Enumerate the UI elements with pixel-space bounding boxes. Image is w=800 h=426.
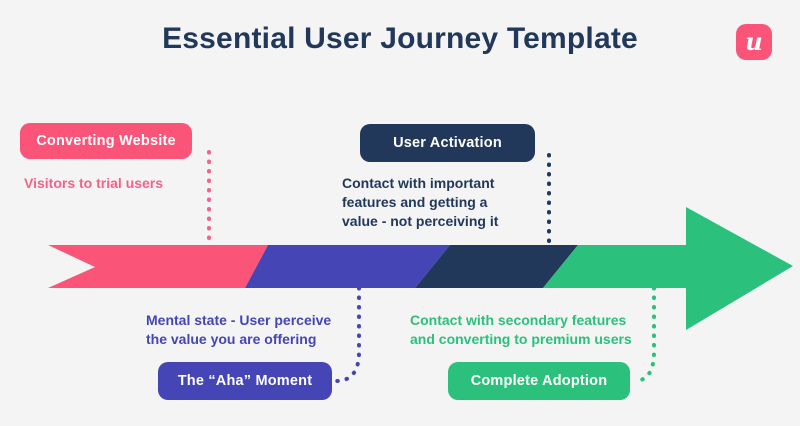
- stage-pill-aha-moment[interactable]: The “Aha” Moment: [158, 362, 332, 400]
- stage-caption-user-activation: Contact with important features and gett…: [342, 175, 499, 229]
- stage-pill-user-activation[interactable]: User Activation: [360, 124, 535, 162]
- arrow-segment-converting-website: [48, 245, 268, 288]
- arrow-segment-complete-adoption: [543, 207, 793, 330]
- journey-arrow: [48, 207, 793, 330]
- stage-pill-complete-adoption[interactable]: Complete Adoption: [448, 362, 630, 400]
- stage-pill-converting-website[interactable]: Converting Website: [20, 123, 192, 159]
- userpilot-logo-icon: u: [736, 24, 772, 60]
- arrow-segment-aha-moment: [245, 245, 450, 288]
- stage-caption-aha-moment: Mental state - User perceive the value y…: [146, 312, 332, 347]
- arrow-segment-user-activation: [415, 245, 578, 288]
- page-title: Essential User Journey Template: [162, 22, 638, 55]
- stage-caption-converting-website: Visitors to trial users: [24, 175, 164, 191]
- stage-caption-complete-adoption: Contact with secondary features and conv…: [410, 312, 632, 347]
